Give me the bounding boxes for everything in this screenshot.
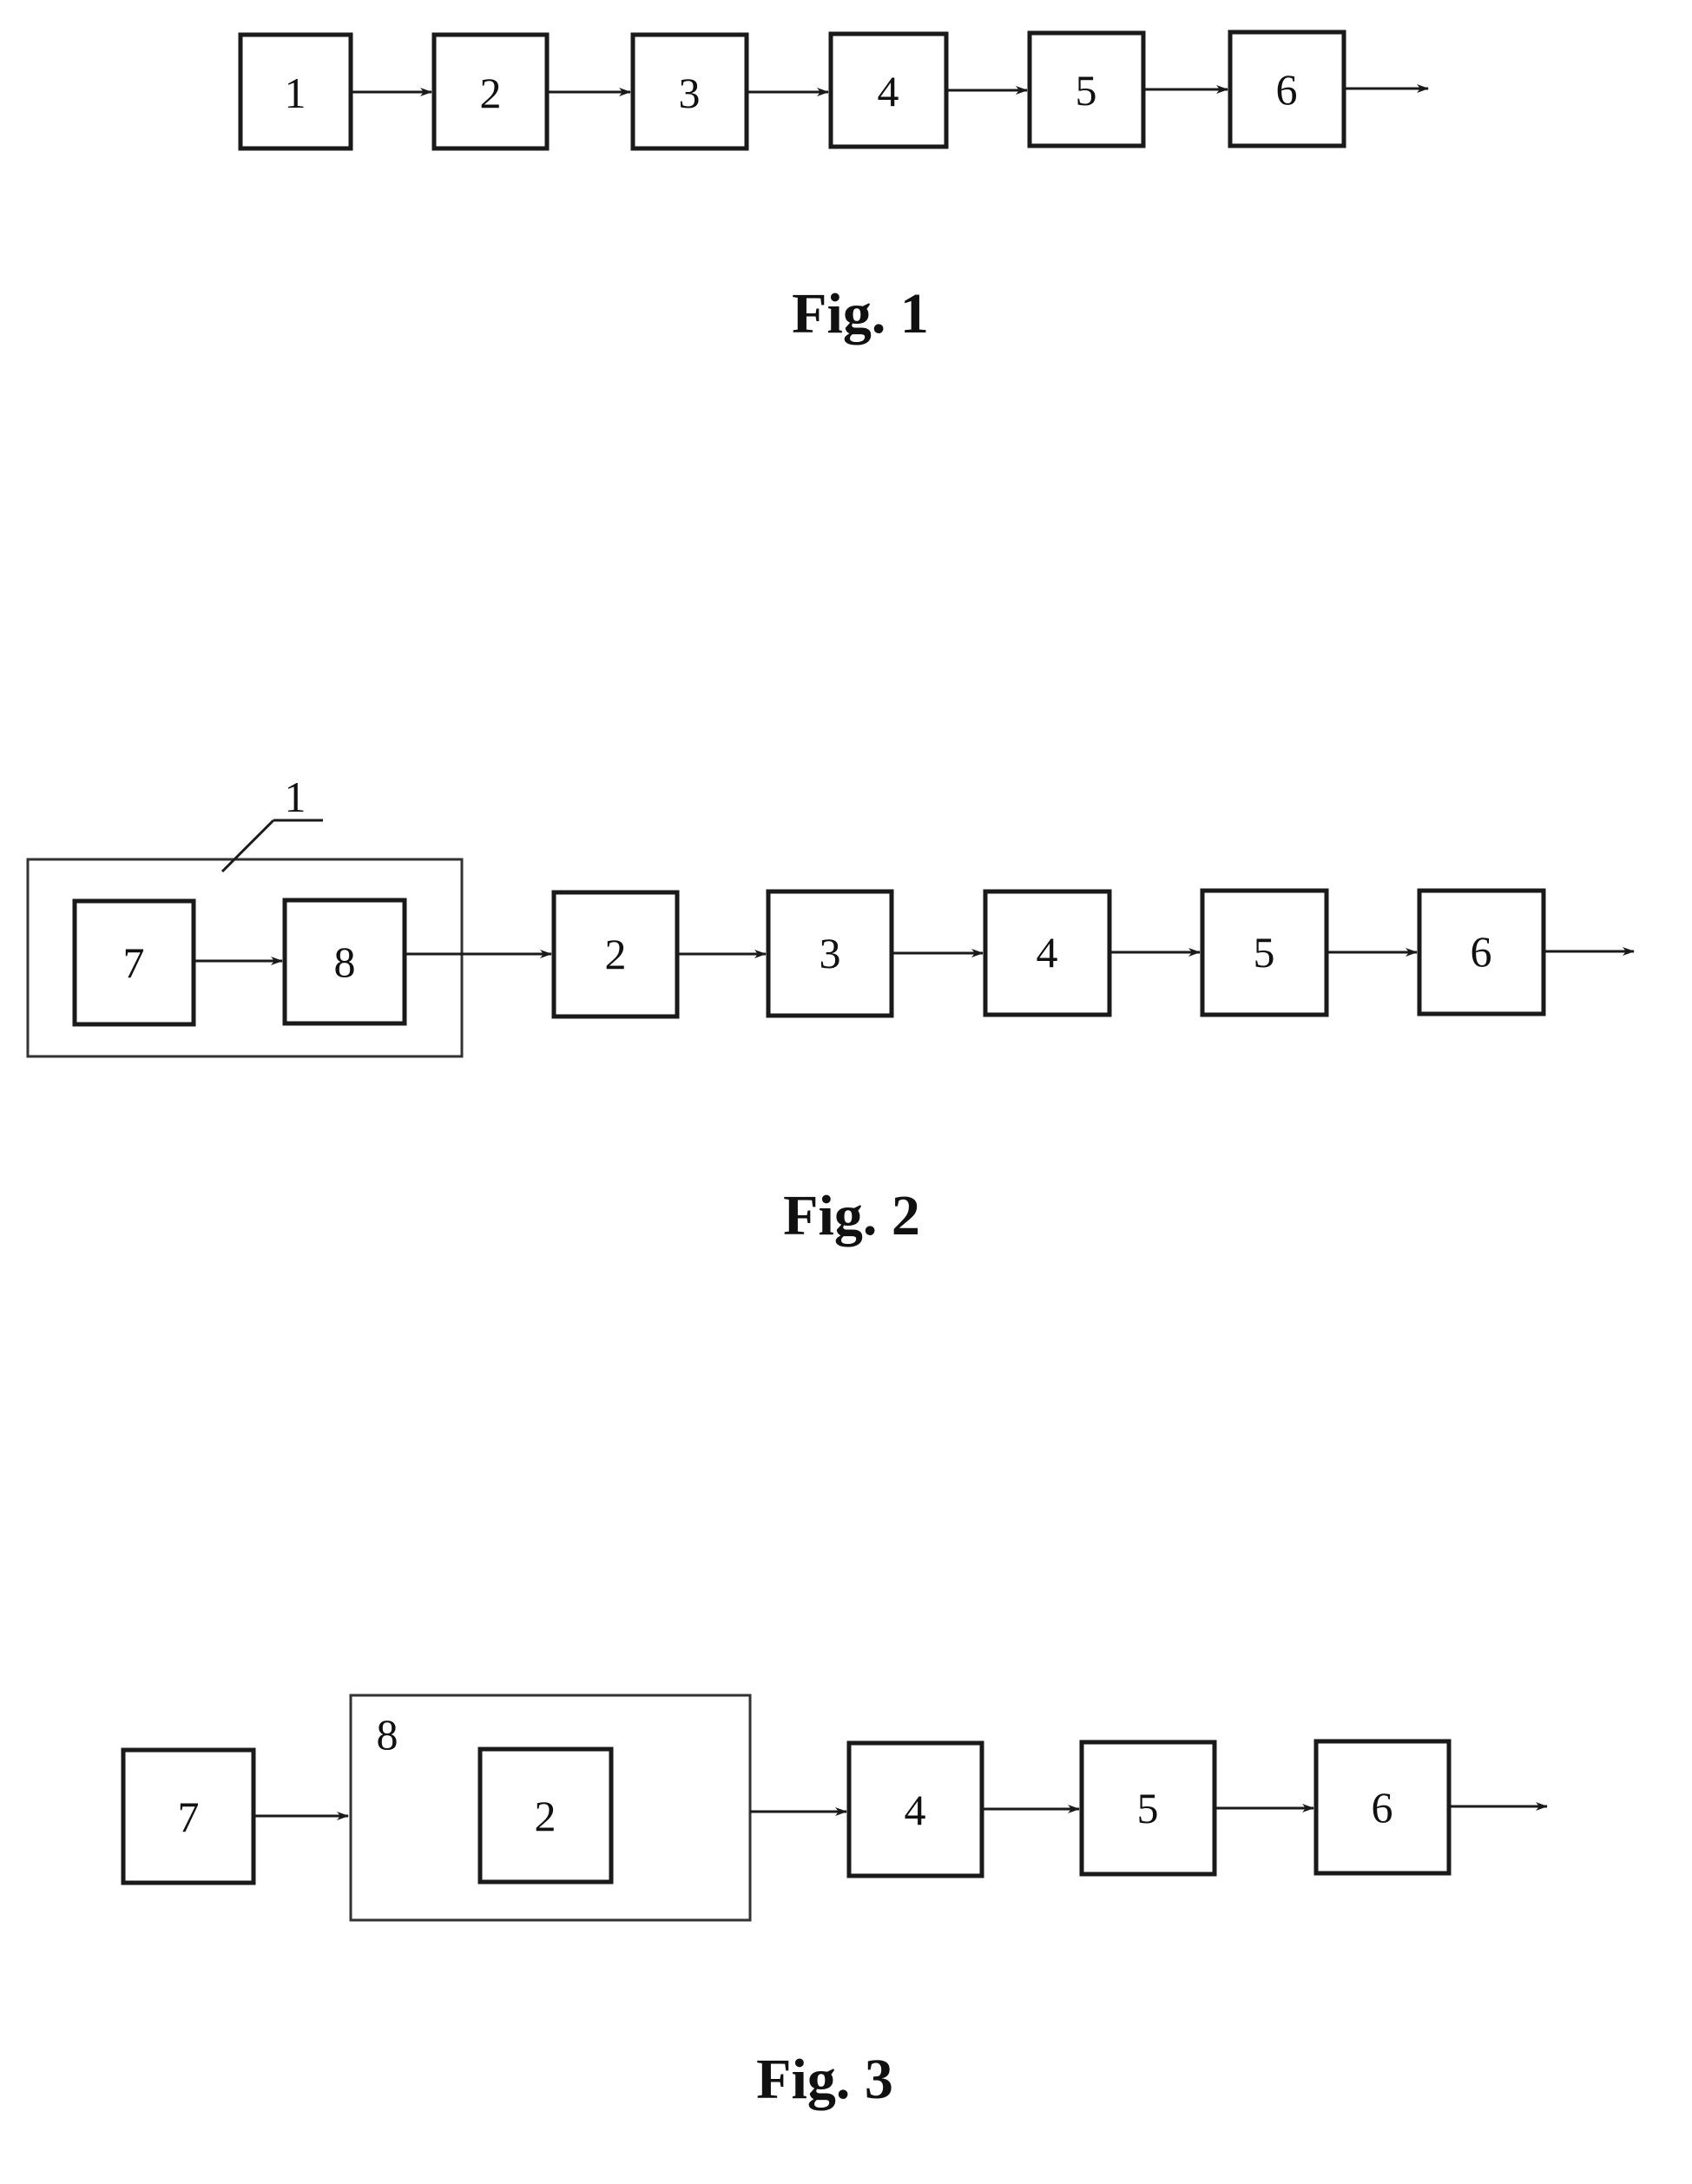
fig2-caption: Fig. 2 [783, 1184, 920, 1247]
fig3-block-7-label: 7 [178, 1793, 200, 1841]
fig3-block-5: 5 [1082, 1742, 1215, 1874]
fig1-block-1-label: 1 [285, 69, 306, 117]
fig2-block-2-label: 2 [605, 930, 627, 978]
fig2-block-8: 8 [285, 900, 405, 1023]
fig2-block-7: 7 [75, 901, 194, 1024]
fig2-block-6: 6 [1419, 891, 1544, 1014]
fig2-block-3: 3 [768, 891, 892, 1016]
fig2-block-3-label: 3 [820, 929, 841, 977]
fig2-block-5: 5 [1202, 891, 1327, 1015]
fig1-block-5-label: 5 [1076, 66, 1097, 115]
fig3-block-6: 6 [1316, 1741, 1449, 1873]
fig2-group-1-label: 1 [285, 773, 306, 821]
figure-2: 1 7 8 2 3 4 5 [28, 773, 1634, 1247]
figure-1: 1 2 3 4 5 6 Fig. 1 [240, 32, 1428, 345]
fig3-block-7: 7 [123, 1750, 253, 1883]
fig1-block-4-label: 4 [878, 67, 899, 115]
fig3-block-5-label: 5 [1137, 1784, 1159, 1832]
fig1-block-2-label: 2 [480, 69, 502, 117]
fig1-caption: Fig. 1 [792, 282, 929, 345]
fig1-block-3-label: 3 [679, 69, 701, 117]
fig2-block-5-label: 5 [1254, 928, 1275, 977]
figure-3: 7 8 2 4 5 6 Fig. 3 [123, 1695, 1547, 2111]
fig3-block-6-label: 6 [1372, 1783, 1393, 1832]
fig3-block-2-label: 2 [535, 1792, 556, 1840]
fig3-caption: Fig. 3 [756, 2048, 893, 2111]
fig2-block-2: 2 [554, 892, 677, 1016]
fig2-block-4: 4 [985, 891, 1109, 1015]
fig2-block-7-label: 7 [123, 938, 145, 987]
fig1-block-3: 3 [633, 35, 747, 148]
fig3-block-2: 2 [480, 1749, 611, 1882]
fig3-group-8-label: 8 [377, 1710, 398, 1759]
fig1-block-5: 5 [1030, 33, 1143, 146]
fig2-block-8-label: 8 [334, 937, 356, 986]
fig1-block-2: 2 [434, 35, 547, 148]
fig2-block-6-label: 6 [1471, 927, 1492, 976]
fig3-block-4: 4 [849, 1743, 982, 1876]
fig1-block-6-label: 6 [1276, 65, 1298, 114]
fig1-block-1: 1 [240, 35, 351, 148]
fig2-block-4-label: 4 [1037, 928, 1058, 977]
fig1-block-4: 4 [831, 34, 946, 147]
fig1-block-6: 6 [1230, 32, 1344, 146]
fig3-block-4-label: 4 [905, 1786, 926, 1834]
fig3-group-8: 8 2 [351, 1695, 750, 1920]
